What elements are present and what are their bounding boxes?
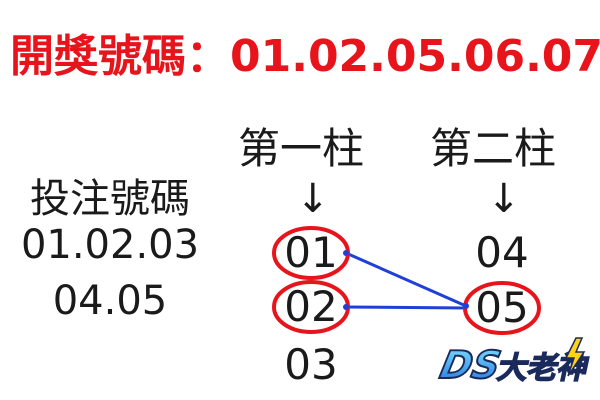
connection-line-02-05 bbox=[345, 305, 467, 310]
bet-numbers-line-1: 01.02.03 bbox=[20, 222, 200, 268]
bet-numbers-title: 投注號碼 bbox=[30, 176, 190, 222]
winning-numbers-heading: 開獎號碼：01.02.05.06.07 bbox=[10, 20, 600, 84]
heading-colon: ： bbox=[186, 31, 230, 82]
connection-line-01-05 bbox=[345, 251, 467, 308]
svg-text:大老神: 大老神 bbox=[495, 351, 592, 386]
column-1-number-01: 01 bbox=[284, 228, 338, 277]
heading-numbers: 01.02.05.06.07 bbox=[230, 31, 600, 82]
column-1-number-02: 02 bbox=[284, 282, 338, 331]
ds-logo: DS 大老神 bbox=[435, 337, 593, 389]
heading-label: 開獎號碼 bbox=[10, 31, 186, 82]
svg-text:DS: DS bbox=[436, 343, 504, 388]
column-2-number-05: 05 bbox=[475, 283, 529, 332]
column-2-number-04: 04 bbox=[475, 228, 529, 277]
bet-numbers-line-2: 04.05 bbox=[52, 278, 168, 324]
column-1-number-03: 03 bbox=[284, 340, 338, 389]
column-2-arrow-icon: ↓ bbox=[487, 176, 521, 222]
column-1-arrow-icon: ↓ bbox=[296, 176, 330, 222]
column-1-label: 第一柱 bbox=[238, 124, 365, 173]
column-2-label: 第二柱 bbox=[430, 124, 557, 173]
